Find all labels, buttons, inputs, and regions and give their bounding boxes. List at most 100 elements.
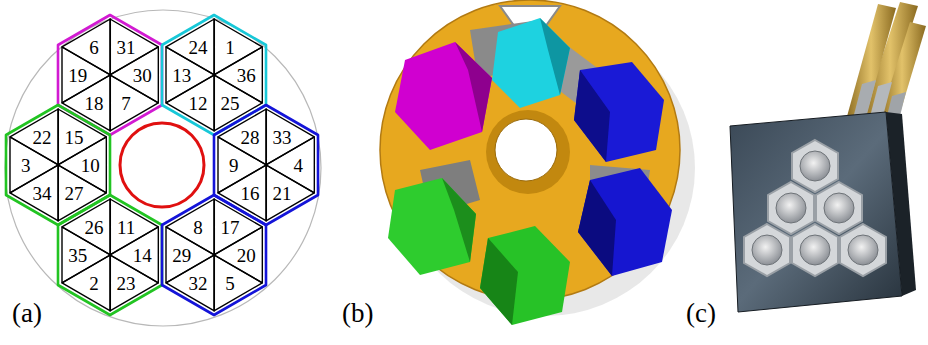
green-module-shade (442, 178, 476, 262)
central-hole (120, 123, 204, 207)
channel-number: 18 (84, 93, 103, 112)
dark-plate (730, 112, 902, 312)
channel-number: 31 (117, 38, 136, 57)
green-module (480, 226, 570, 325)
triangle-shape (214, 255, 262, 311)
triangle-cell: 16 (218, 165, 266, 221)
blue-module-shade (574, 70, 610, 162)
green-module (388, 178, 476, 275)
magenta-module-shade (455, 42, 492, 132)
channel-number: 29 (172, 245, 191, 264)
cyan-hexagon (162, 15, 266, 135)
hex-cell (816, 182, 862, 234)
hex-cell (792, 224, 838, 276)
triangle-shape (166, 75, 214, 131)
channel-number: 25 (221, 93, 240, 112)
channel-number: 21 (273, 183, 292, 202)
blue-hexagon (214, 105, 318, 225)
sensor-cup (776, 193, 806, 223)
magenta-hexagon (58, 15, 162, 135)
sensor-cup (824, 193, 854, 223)
triangle-shape (214, 75, 262, 131)
magenta-module (395, 42, 492, 150)
blue-module (578, 168, 672, 276)
triangle-shape (62, 75, 110, 131)
channel-number: 6 (89, 38, 99, 57)
channel-number: 24 (188, 38, 207, 57)
triangle-shape (10, 109, 58, 165)
panel-label: (c) (686, 300, 716, 327)
triangle-cell: 34 (10, 165, 58, 221)
green-hexagon (58, 195, 162, 315)
triangle-shape (266, 109, 314, 165)
channel-number: 11 (117, 218, 135, 237)
channel-number: 27 (65, 183, 84, 202)
channel-number: 22 (32, 128, 51, 147)
triangle-shape (110, 47, 158, 103)
channel-number: 34 (32, 183, 51, 202)
triangle-shape (58, 165, 106, 221)
channel-number: 8 (193, 218, 203, 237)
cyan-module (492, 18, 570, 108)
gold-rod (878, 22, 926, 124)
triangle-cell: 28 (218, 109, 266, 165)
green-module-shade (480, 238, 518, 325)
triangle-shape (10, 165, 58, 221)
triangle-cell: 22 (10, 109, 58, 165)
hex-cell (792, 140, 838, 192)
channel-number: 7 (121, 93, 131, 112)
blue-module (574, 62, 664, 162)
channel-number: 4 (293, 155, 303, 174)
channel-number: 15 (65, 128, 84, 147)
channel-number: 13 (172, 65, 191, 84)
channel-number: 5 (225, 273, 235, 292)
render-panel (380, 0, 695, 325)
hex-cell (840, 224, 886, 276)
channel-number: 9 (229, 155, 239, 174)
cyan-module-shade (540, 18, 570, 95)
channel-number: 14 (133, 245, 152, 264)
sensor-cup (752, 235, 782, 265)
sensor-cup (848, 235, 878, 265)
channel-number: 33 (273, 128, 292, 147)
triangle-cell: 33 (266, 109, 314, 165)
triangle-shape (218, 165, 266, 221)
channel-number: 30 (133, 65, 152, 84)
triangle-shape (218, 109, 266, 165)
channel-number: 32 (188, 273, 207, 292)
channel-number: 10 (81, 155, 100, 174)
hole-rim (486, 110, 570, 194)
channel-number: 20 (237, 245, 256, 264)
channel-number: 28 (240, 128, 259, 147)
channel-number: 19 (68, 65, 87, 84)
triangle-shape (62, 255, 110, 311)
triangle-shape (110, 75, 158, 131)
triangle-shape (266, 165, 314, 221)
channel-number: 16 (240, 183, 259, 202)
channel-number: 26 (84, 218, 103, 237)
channel-number: 1 (225, 38, 235, 57)
schematic-panel (5, 10, 321, 326)
outer-circle (5, 10, 321, 326)
disk-hole (495, 119, 557, 181)
green-hexagon (6, 105, 110, 225)
channel-number: 35 (68, 245, 87, 264)
channel-number: 2 (89, 273, 99, 292)
panel-label: (b) (342, 300, 373, 327)
channel-number: 12 (188, 93, 207, 112)
sensor-cup (800, 151, 830, 181)
panel-label: (a) (12, 300, 42, 327)
hex-cell (744, 224, 790, 276)
blue-module-shade (578, 180, 616, 276)
triangle-shape (110, 255, 158, 311)
triangle-shape (166, 255, 214, 311)
blue-hexagon (162, 195, 266, 315)
triangle-shape (62, 227, 110, 283)
channel-number: 17 (221, 218, 240, 237)
channel-number: 36 (237, 65, 256, 84)
channel-number: 3 (21, 155, 31, 174)
triangle-shape (214, 227, 262, 283)
sensor-cup (800, 235, 830, 265)
photo-panel (730, 2, 926, 312)
